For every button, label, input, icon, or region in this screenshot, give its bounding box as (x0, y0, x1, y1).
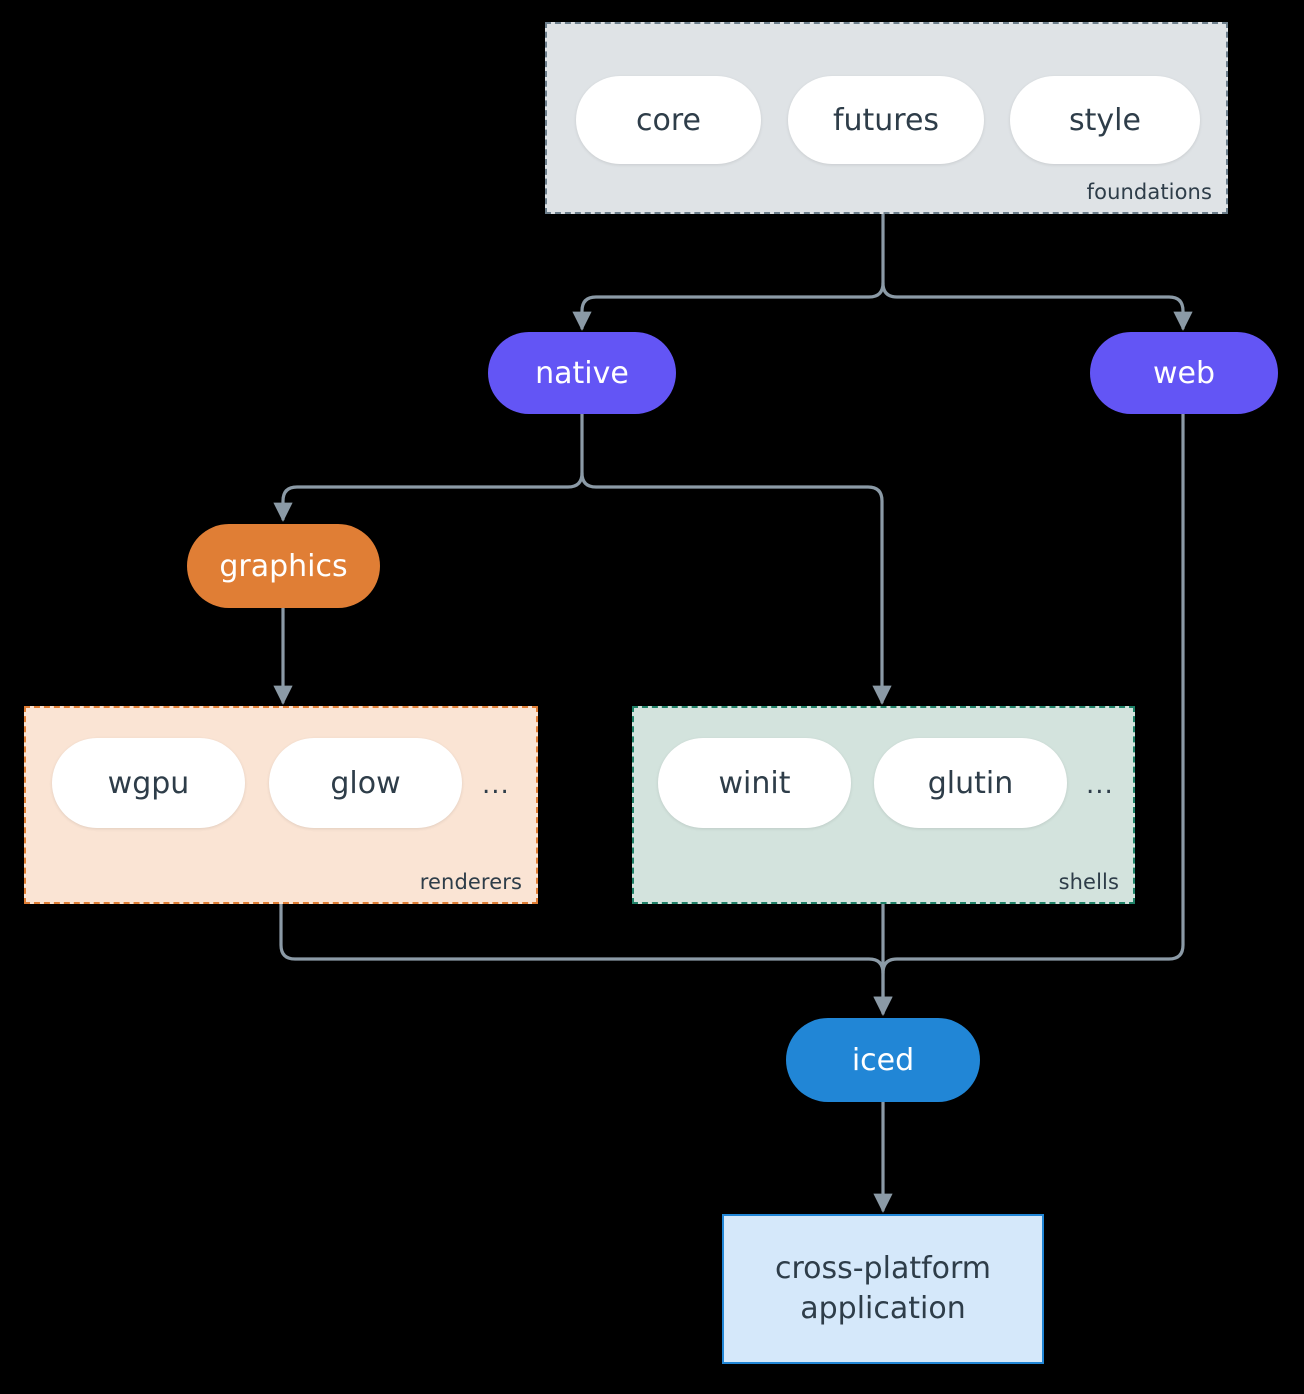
group-shells-label: shells (1058, 870, 1119, 894)
chip-style-label: style (1069, 102, 1141, 138)
chip-futures[interactable]: futures (788, 76, 984, 164)
edge-foundations-web (881, 281, 1193, 331)
edge-native-shells (580, 471, 892, 705)
edge-foundations-native (572, 212, 885, 331)
chip-core-label: core (636, 102, 701, 138)
group-shells: winit glutin ... shells (632, 706, 1135, 904)
node-native[interactable]: native (488, 332, 676, 414)
node-application-line1: cross-platform (774, 1251, 992, 1287)
node-iced[interactable]: iced (786, 1018, 980, 1102)
node-application[interactable]: cross-platform application (722, 1214, 1044, 1364)
node-web[interactable]: web (1090, 332, 1278, 414)
node-graphics-label: graphics (219, 548, 348, 584)
edge-native-graphics (273, 412, 584, 522)
chip-style[interactable]: style (1010, 76, 1200, 164)
chip-glow-label: glow (330, 765, 401, 801)
chip-winit-label: winit (718, 765, 791, 801)
chip-glutin-label: glutin (927, 765, 1014, 801)
edge-renderers-iced (279, 902, 893, 1016)
node-graphics[interactable]: graphics (187, 524, 380, 608)
group-renderers-label: renderers (419, 870, 522, 894)
node-iced-label: iced (851, 1042, 915, 1078)
renderers-ellipsis: ... (482, 770, 510, 800)
node-application-line2: application (800, 1291, 966, 1326)
chip-core[interactable]: core (576, 76, 761, 164)
chip-wgpu-label: wgpu (107, 765, 190, 801)
group-foundations-label: foundations (1086, 180, 1212, 204)
group-renderers: wgpu glow ... renderers (24, 706, 538, 904)
chip-glow[interactable]: glow (269, 738, 462, 828)
chip-glutin[interactable]: glutin (874, 738, 1067, 828)
chip-winit[interactable]: winit (658, 738, 851, 828)
chip-futures-label: futures (832, 102, 940, 138)
chip-wgpu[interactable]: wgpu (52, 738, 245, 828)
group-foundations: core futures style foundations (545, 22, 1228, 214)
node-native-label: native (535, 355, 629, 391)
shells-ellipsis: ... (1086, 770, 1114, 800)
node-web-label: web (1152, 355, 1216, 391)
